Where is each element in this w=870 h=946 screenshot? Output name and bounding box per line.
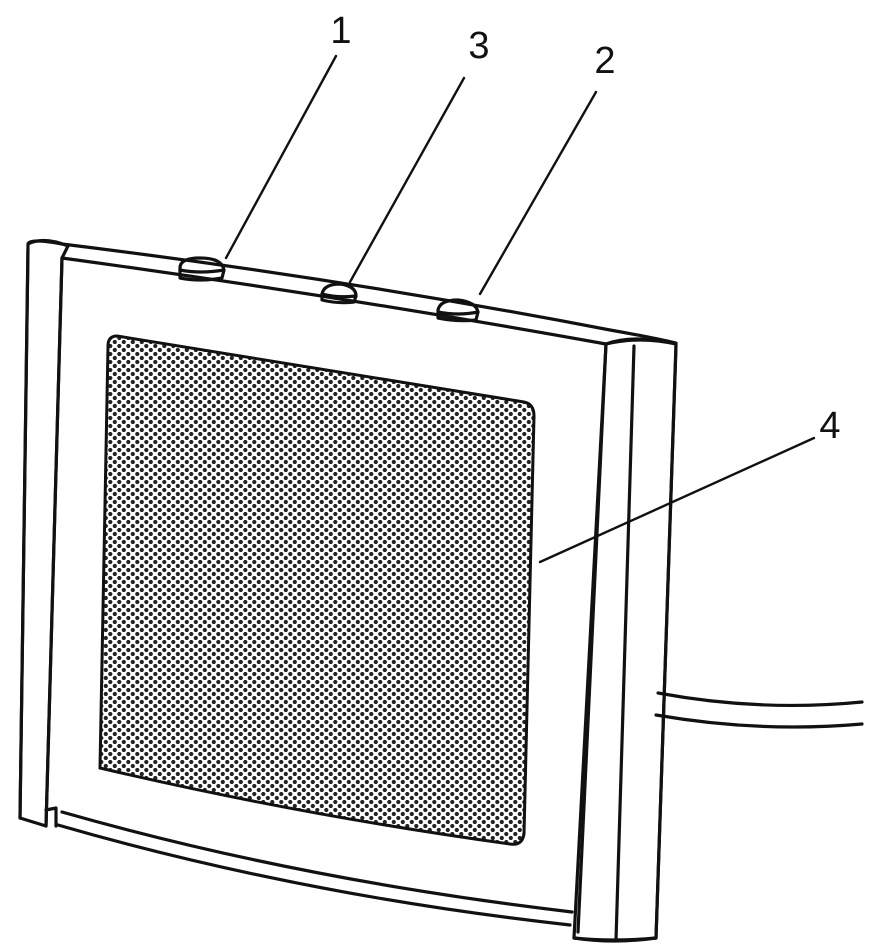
power-cord <box>654 691 864 729</box>
left-side-post <box>18 238 70 828</box>
leader-lines <box>224 54 816 564</box>
leader-2 <box>478 90 598 296</box>
callout-label-1: 1 <box>330 10 351 52</box>
callout-labels: 1 3 2 4 <box>330 10 840 447</box>
button-middle <box>320 282 358 305</box>
perforated-grille <box>98 334 536 846</box>
callout-label-4: 4 <box>819 405 840 447</box>
button-right <box>436 298 480 323</box>
leader-4 <box>538 436 816 564</box>
leader-3 <box>348 76 466 284</box>
callout-label-3: 3 <box>468 25 489 67</box>
button-left <box>178 256 226 282</box>
leader-1 <box>224 54 338 260</box>
right-side-post <box>572 337 678 943</box>
callout-label-2: 2 <box>594 40 615 82</box>
